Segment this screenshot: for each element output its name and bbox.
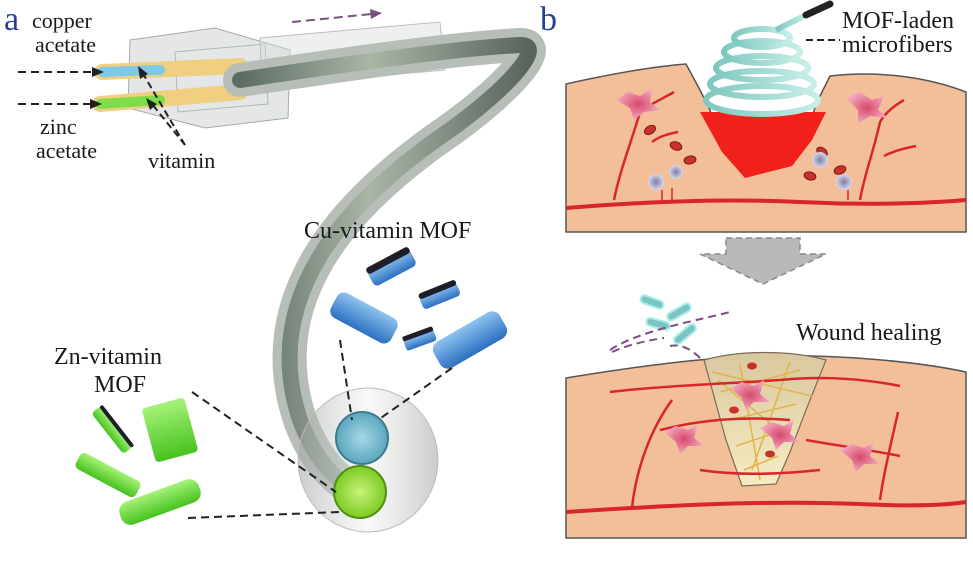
panel-b-letter: b xyxy=(540,1,557,38)
red-blood-cells xyxy=(643,124,847,181)
cu-crystal xyxy=(330,292,398,344)
zinc-acetate-label-line2: acetate xyxy=(36,138,97,163)
healed-fibroblasts xyxy=(664,380,880,472)
released-bacteria xyxy=(639,294,697,345)
cu-core-disk xyxy=(335,411,389,465)
escape-arrow xyxy=(609,311,731,359)
wounded-tissue xyxy=(565,63,967,233)
mof-laden-label-line1: MOF-laden xyxy=(842,8,954,34)
zn-crystal xyxy=(75,452,141,498)
cu-crystal xyxy=(366,247,416,286)
cu-crystal xyxy=(418,280,460,309)
cu-crystal xyxy=(432,311,508,369)
new-capillaries xyxy=(609,376,901,509)
microfiber-core xyxy=(232,37,537,498)
cu-crystal xyxy=(402,326,437,351)
capillary-right xyxy=(858,98,917,201)
zn-vitamin-mof-label-line1: Zn-vitamin xyxy=(54,344,162,370)
mof-laden-label-line2: microfibers xyxy=(842,32,953,58)
vitamin-arrows xyxy=(138,66,186,146)
needle-tip xyxy=(802,0,834,19)
healed-rbcs xyxy=(729,362,775,458)
copper-inlet-core xyxy=(97,65,165,77)
zinc-acetate-label-line1: zinc xyxy=(40,114,77,139)
fibroblast-cells xyxy=(616,88,888,124)
zn-vitamin-mof-label-line2: MOF xyxy=(94,372,146,398)
wound-healing-label: Wound healing xyxy=(796,320,941,346)
copper-acetate-label-line1: copper xyxy=(32,8,93,33)
flow-direction-arrow xyxy=(291,9,382,23)
healed-tissue xyxy=(565,351,967,539)
vitamin-label: vitamin xyxy=(148,148,215,173)
mof-microfiber-coil xyxy=(703,0,834,117)
zn-crystal xyxy=(119,479,201,525)
blood-vessel-healed xyxy=(565,500,967,514)
process-arrow xyxy=(699,237,827,285)
cu-vitamin-mof-label: Cu-vitamin MOF xyxy=(304,218,471,244)
panel-a: a copper acetate zinc acetate xyxy=(4,1,546,533)
cu-zoom-lines xyxy=(339,339,453,421)
wound-gel-fill xyxy=(700,112,826,178)
panel-b: b xyxy=(540,0,967,539)
cu-mof-crystals xyxy=(330,247,508,369)
zn-crystal xyxy=(92,405,134,453)
migration-arrows xyxy=(661,188,849,200)
zn-core-disk xyxy=(333,465,387,519)
zn-zoom-lines xyxy=(187,391,341,519)
fiber-cross-section xyxy=(297,387,439,533)
zn-crystal xyxy=(142,398,198,462)
blood-vessel xyxy=(565,198,967,210)
copper-inlet-arrow xyxy=(18,67,104,77)
zn-mof-crystals xyxy=(75,398,201,525)
zinc-inlet-arrow xyxy=(18,99,102,109)
immune-cells xyxy=(648,152,852,190)
panel-a-letter: a xyxy=(4,1,19,38)
copper-acetate-label-line2: acetate xyxy=(35,32,96,57)
